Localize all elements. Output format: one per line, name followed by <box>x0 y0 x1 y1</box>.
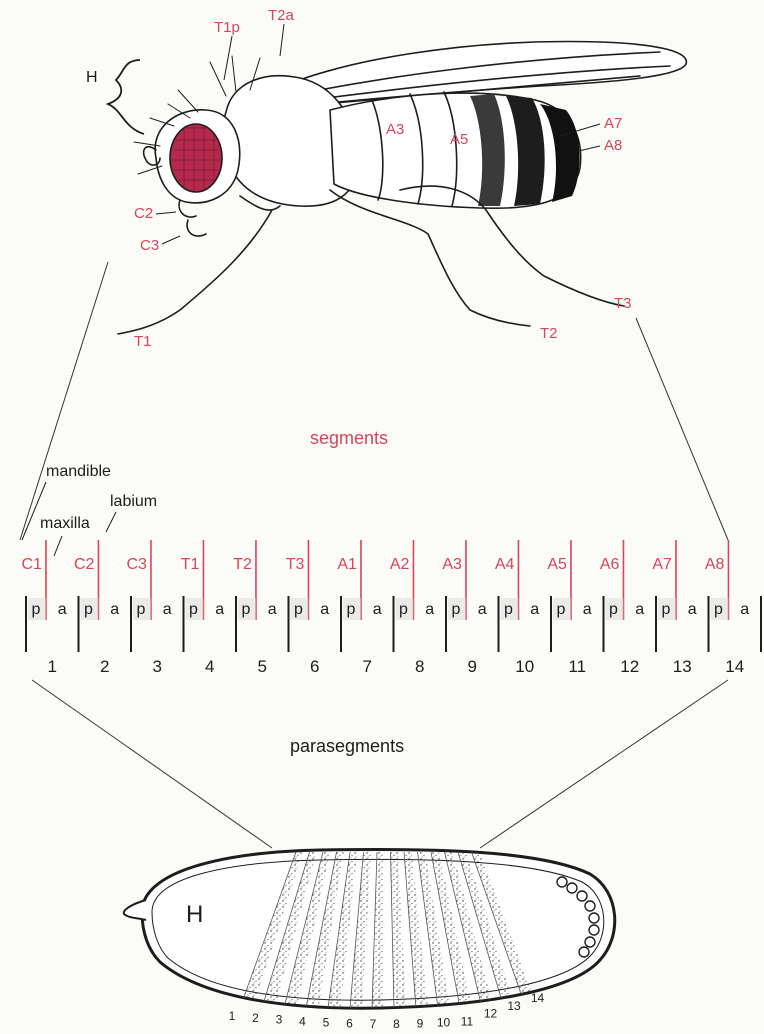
p-letter: p <box>452 601 461 618</box>
p-letter: p <box>504 601 513 618</box>
a-letter: a <box>110 601 119 618</box>
p-letter: p <box>242 601 251 618</box>
a-letter: a <box>635 601 644 618</box>
parasegment-number: 5 <box>258 657 267 676</box>
label-T2: T2 <box>540 325 558 342</box>
embryo-stripe-number: 1 <box>229 1009 236 1023</box>
segment-label: A7 <box>652 556 672 573</box>
p-letter: p <box>662 601 671 618</box>
embryo-anterior-tip <box>124 900 146 920</box>
a-letter: a <box>373 601 382 618</box>
label-C2: C2 <box>134 205 153 222</box>
a-letter: a <box>320 601 329 618</box>
fly-illustration <box>118 42 686 334</box>
strip-to-embryo-connectors <box>32 680 728 848</box>
label-mandible: mandible <box>46 463 111 480</box>
segment-label: C3 <box>126 556 147 573</box>
embryo-stripe-number: 14 <box>531 991 545 1005</box>
label-T3: T3 <box>614 295 632 312</box>
embryo-stripe-number: 3 <box>276 1013 283 1027</box>
a-letter: a <box>58 601 67 618</box>
p-letter: p <box>714 601 723 618</box>
head-bracket <box>108 60 144 134</box>
segment-label: A6 <box>600 556 620 573</box>
label-labium: labium <box>110 493 157 510</box>
segment-label: A1 <box>337 556 357 573</box>
segment-label: T2 <box>233 556 252 573</box>
a-letter: a <box>163 601 172 618</box>
label-T1p: T1p <box>214 19 240 36</box>
segment-label: T1 <box>181 556 200 573</box>
embryo-stripe-number: 12 <box>484 1007 498 1021</box>
parasegments-title: parasegments <box>290 736 404 756</box>
p-letter: p <box>347 601 356 618</box>
a-letter: a <box>688 601 697 618</box>
embryo-head-label: H <box>186 901 203 928</box>
parasegment-number: 4 <box>205 657 214 676</box>
parasegment-number: 6 <box>310 657 319 676</box>
parasegment-number: 13 <box>673 657 692 676</box>
segments-title: segments <box>310 428 388 448</box>
a-letter: a <box>215 601 224 618</box>
p-letter: p <box>84 601 93 618</box>
label-T1: T1 <box>134 333 152 350</box>
embryo-stripe-number: 6 <box>346 1016 353 1030</box>
fly-proboscis <box>179 200 206 236</box>
segment-label: A8 <box>705 556 725 573</box>
p-letter: p <box>137 601 146 618</box>
embryo: H 1234567891011121314 <box>124 849 615 1031</box>
embryo-stripe-number: 7 <box>370 1017 377 1031</box>
embryo-stripe-number: 2 <box>252 1011 259 1025</box>
parasegment-number: 1 <box>48 657 57 676</box>
parasegment-number: 7 <box>363 657 372 676</box>
label-H: H <box>86 69 98 86</box>
a-letter: a <box>583 601 592 618</box>
embryo-stripe-number: 9 <box>417 1016 424 1030</box>
embryo-stripe-number: 5 <box>323 1016 330 1030</box>
a-letter: a <box>740 601 749 618</box>
embryo-stripe-number: 13 <box>507 999 521 1013</box>
p-letter: p <box>189 601 198 618</box>
p-letter: p <box>609 601 618 618</box>
p-letter: p <box>294 601 303 618</box>
fly-leg-t2 <box>330 190 530 326</box>
parasegment-number: 2 <box>100 657 109 676</box>
parasegment-number: 12 <box>620 657 639 676</box>
label-A7: A7 <box>604 115 622 132</box>
segment-label: C2 <box>74 556 95 573</box>
parasegment-number: 14 <box>725 657 744 676</box>
parasegment-number: 10 <box>515 657 534 676</box>
label-A5: A5 <box>450 131 468 148</box>
p-letter: p <box>32 601 41 618</box>
parasegment-number: 11 <box>568 657 586 676</box>
a-letter: a <box>478 601 487 618</box>
parasegment-number: 9 <box>468 657 477 676</box>
segment-label: A2 <box>390 556 410 573</box>
mouthpart-labels: mandible maxilla labium <box>22 463 157 556</box>
label-maxilla: maxilla <box>40 515 90 532</box>
parasegment-number: 3 <box>153 657 162 676</box>
embryo-stripe-number: 11 <box>461 1014 474 1028</box>
parasegment-number: 8 <box>415 657 424 676</box>
p-letter: p <box>399 601 408 618</box>
segment-label: T3 <box>286 556 305 573</box>
embryo-stripe-number: 4 <box>299 1014 306 1028</box>
a-letter: a <box>530 601 539 618</box>
label-A8: A8 <box>604 137 622 154</box>
segment-label: A4 <box>495 556 515 573</box>
label-C3: C3 <box>140 237 159 254</box>
p-letter: p <box>557 601 566 618</box>
segment-label: C1 <box>21 556 42 573</box>
a-letter: a <box>425 601 434 618</box>
segment-label: A5 <box>547 556 567 573</box>
segment-label: A3 <box>442 556 462 573</box>
embryo-stripe-number: 10 <box>437 1016 451 1030</box>
label-A3: A3 <box>386 121 404 138</box>
embryo-stripe-number: 8 <box>393 1017 400 1031</box>
label-T2a: T2a <box>268 7 295 24</box>
a-letter: a <box>268 601 277 618</box>
